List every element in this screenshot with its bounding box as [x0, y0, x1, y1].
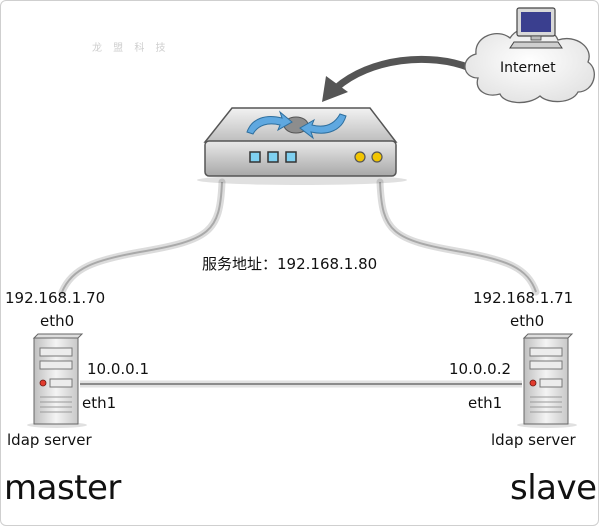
router-port-2 — [267, 151, 279, 163]
internet-label: Internet — [500, 60, 556, 76]
router-arrow-right — [299, 113, 347, 140]
curved-arrow-icon — [322, 55, 474, 102]
slave-server-icon — [517, 333, 577, 428]
slave-private-ip: 10.0.0.2 — [449, 360, 512, 378]
master-public-ip: 192.168.1.70 — [5, 289, 106, 307]
cloud-icon — [464, 26, 595, 104]
slave-name: slave — [510, 468, 597, 508]
master-public-iface: eth0 — [40, 312, 75, 330]
watermark: 龙 盟 科 技 — [92, 43, 170, 54]
router-led-2 — [371, 151, 383, 163]
slave-private-iface: eth1 — [468, 394, 503, 412]
master-private-iface: eth1 — [82, 394, 117, 412]
router-led-1 — [354, 151, 366, 163]
computer-icon — [509, 7, 563, 49]
slave-role-label: ldap server — [491, 431, 576, 449]
uplink-cables — [58, 178, 540, 296]
service-address-label: 服务地址：192.168.1.80 — [202, 255, 378, 273]
router-arrow-left — [246, 110, 293, 135]
master-server-icon — [27, 333, 87, 428]
master-role-label: ldap server — [7, 431, 92, 449]
slave-public-ip: 192.168.1.71 — [473, 289, 574, 307]
master-name: master — [4, 468, 121, 508]
router-icon — [197, 107, 407, 185]
slave-public-iface: eth0 — [510, 312, 545, 330]
router-port-1 — [249, 151, 261, 163]
master-private-ip: 10.0.0.1 — [87, 360, 150, 378]
router-port-3 — [285, 151, 297, 163]
